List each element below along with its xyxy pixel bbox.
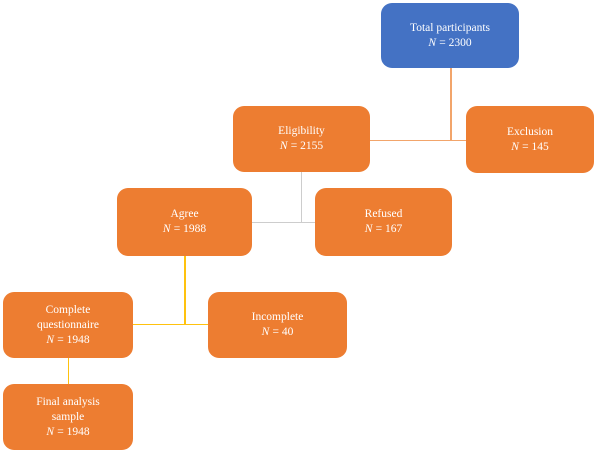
connector-complete-down bbox=[67, 358, 69, 384]
node-title: Complete questionnaire bbox=[37, 303, 99, 331]
connector-eligibility-down bbox=[300, 172, 302, 222]
n-symbol: N bbox=[46, 333, 55, 346]
n-symbol: N bbox=[279, 140, 288, 152]
node-eligibility: Eligibility N= 2155 bbox=[233, 106, 370, 172]
node-count: N= 167 bbox=[365, 222, 403, 237]
node-title: Final analysis sample bbox=[36, 395, 100, 423]
n-value: = 2155 bbox=[290, 140, 324, 152]
n-symbol: N bbox=[511, 140, 519, 153]
node-count: N= 2300 bbox=[428, 36, 471, 51]
node-title: Exclusion bbox=[507, 125, 553, 138]
n-value: = 40 bbox=[272, 326, 294, 338]
node-title: Eligibility bbox=[278, 125, 325, 137]
node-count: N= 1988 bbox=[163, 222, 206, 237]
node-complete-questionnaire: Complete questionnaire N= 1948 bbox=[3, 292, 133, 358]
n-value: = 1948 bbox=[57, 425, 90, 438]
node-title: Incomplete bbox=[251, 311, 304, 323]
connector-complete-incomplete bbox=[133, 323, 208, 325]
node-title: Agree bbox=[170, 208, 199, 220]
connector-total-down bbox=[450, 68, 452, 140]
node-incomplete: Incomplete N= 40 bbox=[208, 292, 347, 358]
n-symbol: N bbox=[261, 326, 270, 338]
node-count: N= 1948 bbox=[46, 333, 89, 348]
node-title: Refused bbox=[364, 208, 403, 220]
node-count: N= 145 bbox=[511, 140, 549, 155]
n-symbol: N bbox=[364, 223, 373, 235]
node-count: N= 40 bbox=[262, 325, 294, 340]
node-exclusion: Exclusion N= 145 bbox=[466, 106, 594, 173]
connector-agree-refused bbox=[252, 221, 315, 223]
connector-eligibility-exclusion bbox=[370, 139, 466, 141]
node-final-analysis-sample: Final analysis sample N= 1948 bbox=[3, 384, 133, 450]
n-value: = 1948 bbox=[57, 333, 90, 346]
node-title: Total participants bbox=[410, 21, 490, 34]
n-symbol: N bbox=[46, 425, 55, 438]
n-symbol: N bbox=[162, 223, 171, 235]
node-agree: Agree N= 1988 bbox=[117, 188, 252, 256]
n-value: = 2300 bbox=[439, 36, 472, 49]
n-symbol: N bbox=[428, 36, 437, 49]
n-value: = 145 bbox=[522, 140, 549, 153]
n-value: = 1988 bbox=[173, 223, 207, 235]
connector-agree-down bbox=[184, 256, 186, 324]
node-refused: Refused N= 167 bbox=[315, 188, 452, 256]
node-total-participants: Total participants N= 2300 bbox=[381, 3, 519, 68]
node-count: N= 1948 bbox=[46, 425, 89, 440]
n-value: = 167 bbox=[375, 223, 403, 235]
node-count: N= 2155 bbox=[280, 139, 323, 154]
